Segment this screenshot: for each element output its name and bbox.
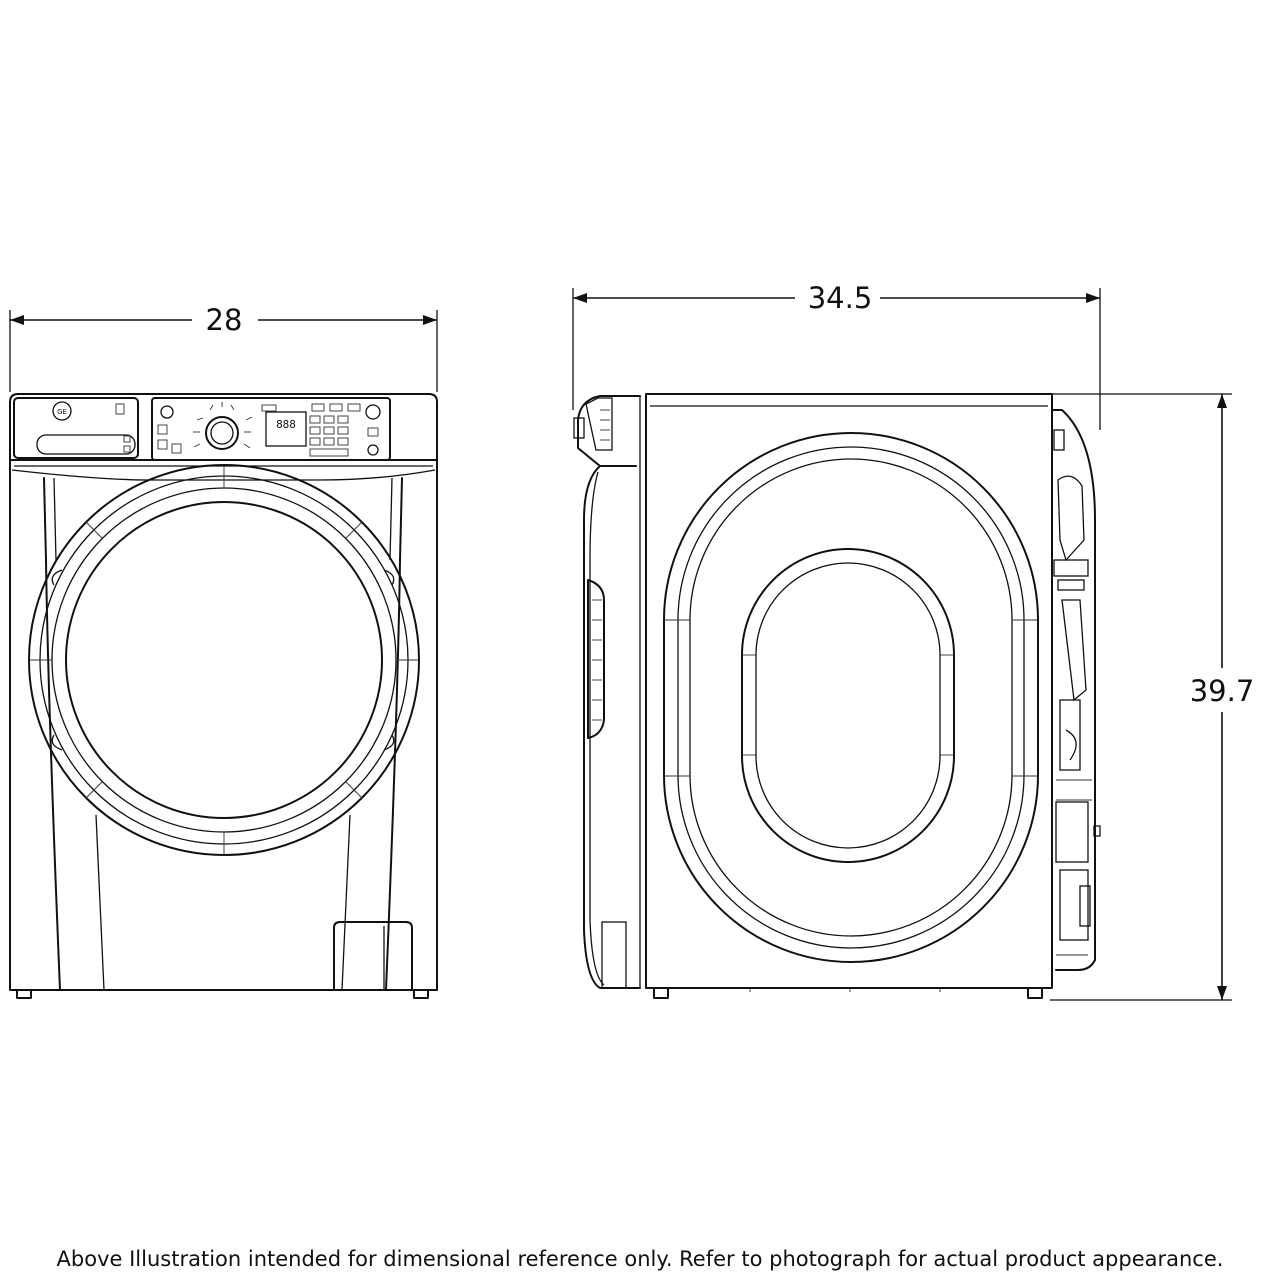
rear-components bbox=[1051, 409, 1101, 971]
cycle-dial bbox=[205, 416, 239, 450]
power-button bbox=[160, 405, 174, 419]
width-dimension: 28 bbox=[9, 303, 438, 392]
option-buttons bbox=[309, 403, 361, 457]
brand-logo bbox=[52, 401, 72, 421]
control-panel: GE 888 bbox=[9, 397, 438, 481]
brand-logo-text: GE bbox=[57, 408, 67, 416]
height-label: 39.7 bbox=[1190, 674, 1255, 708]
height-dimension: 39.7 bbox=[1050, 393, 1255, 1001]
disclaimer-text: Above Illustration intended for dimensio… bbox=[56, 1247, 1224, 1271]
depth-label: 34.5 bbox=[808, 281, 873, 315]
front-view: GE 888 bbox=[9, 393, 438, 999]
start-button bbox=[365, 404, 381, 420]
door bbox=[28, 464, 420, 856]
width-label: 28 bbox=[206, 303, 243, 337]
display-digits: 888 bbox=[276, 418, 296, 431]
digital-display bbox=[265, 411, 307, 447]
depth-dimension: 34.5 bbox=[572, 281, 1101, 430]
side-view bbox=[573, 393, 1101, 999]
side-emboss bbox=[663, 432, 1039, 963]
